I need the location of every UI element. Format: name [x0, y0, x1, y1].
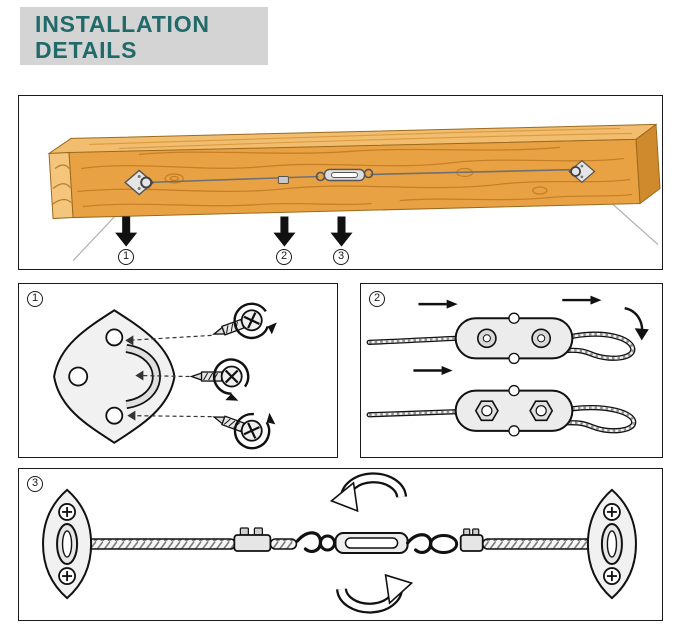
wood-grain-top [89, 127, 632, 149]
rotation-arrow-top [329, 472, 408, 513]
mounted-hardware [124, 159, 596, 196]
overview-panel: 1 2 3 [18, 95, 663, 270]
down-arrow-icon [273, 216, 296, 247]
down-arrow-icons [115, 216, 353, 247]
wire-rope-right [370, 168, 580, 176]
title-line-1: INSTALLATION [35, 11, 210, 37]
pad-eye-plate [53, 309, 176, 444]
step1-label: 1 [27, 291, 43, 307]
duplex-clip-small [277, 175, 289, 185]
pad-eye-right-front [586, 488, 637, 600]
turnbuckle-hook-right [406, 533, 433, 554]
step1-panel: 1 [18, 283, 338, 458]
turnbuckle [318, 531, 433, 555]
duplex-clip-right [459, 528, 484, 552]
duplex-clip-left [233, 527, 272, 552]
beam-overview-illustration [47, 123, 661, 262]
step3-panel: 3 [18, 468, 663, 621]
pad-eye-left-icon [124, 169, 155, 196]
wood-grain-end [51, 164, 72, 206]
wood-grain-front [77, 146, 633, 208]
title-line-2: DETAILS [35, 37, 138, 63]
screw-hole-bottom [105, 406, 124, 425]
rope-clip-illustration [361, 295, 649, 437]
down-arrow-icon [115, 216, 138, 247]
assembly-illustration [42, 472, 637, 614]
turnbuckle-icon [315, 168, 374, 182]
wire-rope-right [481, 538, 600, 550]
s-hook-left [295, 531, 323, 553]
pad-eye-right-icon [568, 159, 596, 184]
down-arrow-icon [330, 216, 353, 247]
wire-rope-left [147, 175, 319, 184]
callout-step-1: 1 [118, 249, 134, 265]
title-banner: INSTALLATION DETAILS [20, 7, 268, 65]
pad-eye-left-front [42, 488, 93, 600]
duplex-clip-nut-side [454, 384, 574, 437]
wire-rope-short [269, 538, 298, 550]
oval-link [429, 533, 459, 555]
duplex-clip-bolt-side [454, 312, 574, 365]
guide-arrowheads [125, 335, 144, 421]
pad-eye-screw-illustration [53, 302, 283, 457]
step2-panel: 2 [360, 283, 663, 458]
callout-step-2: 2 [276, 249, 292, 265]
step2-label: 2 [369, 291, 385, 307]
wood-beam [47, 123, 661, 220]
rotation-arrow-bottom [336, 573, 414, 614]
callout-step-3: 3 [333, 249, 349, 265]
wire-rope-left [76, 538, 237, 550]
screw-hole-left [68, 366, 89, 387]
step3-label: 3 [27, 476, 43, 492]
dashed-guides [127, 334, 212, 418]
screw-hole-top [105, 328, 124, 347]
threading-direction-arrows [413, 295, 649, 376]
turnbuckle-eye-left [318, 534, 336, 552]
